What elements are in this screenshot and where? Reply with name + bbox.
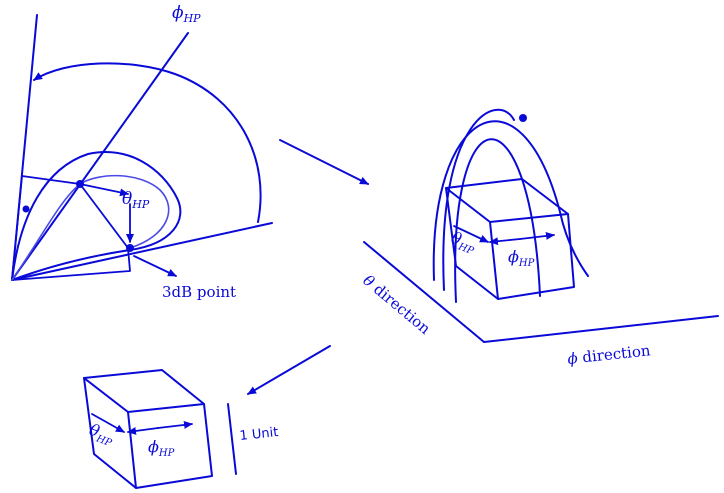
side-dot <box>22 205 30 213</box>
reference-plane <box>11 175 131 281</box>
arrow-to-bottom-figure <box>247 345 331 395</box>
cube-right <box>445 178 575 300</box>
beam-peak-dot <box>519 114 527 122</box>
beam-cube-figure <box>363 108 719 343</box>
arrow-to-3db-label <box>133 255 177 277</box>
beam-curve-inner <box>442 108 515 291</box>
lobe-axis-dot <box>76 180 84 188</box>
unit-cube-figure <box>83 369 237 489</box>
phi-hp-right-arrow-b <box>489 237 521 246</box>
unit-cube <box>83 369 213 489</box>
theta-hp-bottom-arrow <box>91 413 125 433</box>
phi-hp-right-arrow-a <box>519 231 555 240</box>
beam-curve-middle <box>454 138 541 303</box>
phi-direction-label: ϕ direction <box>567 341 652 368</box>
theta-direction-label: θ direction <box>359 271 434 338</box>
theta-hp-right-arrow <box>453 225 489 243</box>
cube-right-inner <box>445 187 569 300</box>
phi-axis-line <box>11 32 189 281</box>
theta-hp-arrow <box>79 183 129 197</box>
phi-hp-bottom-label: ϕHP <box>148 437 175 459</box>
phi-hp-bottom-arrow-b <box>127 426 159 435</box>
theta-hp-left-label: θHP <box>122 189 150 211</box>
unit-cube-inner <box>83 377 205 489</box>
unit-length-bar <box>227 403 237 475</box>
phi-hp-top-label: ϕHP <box>172 3 201 25</box>
rotation-arc-arrow <box>33 62 262 223</box>
horizontal-axis-line <box>11 222 273 281</box>
radiation-lobe-figure <box>11 14 273 281</box>
main-lobe <box>11 151 182 281</box>
three-db-point-label: 3dB point <box>162 283 236 301</box>
one-unit-label: 1 Unit <box>239 425 279 444</box>
theta-direction-axis <box>363 241 485 343</box>
three-db-point-dot <box>126 244 134 252</box>
phi-hp-bottom-arrow-a <box>157 420 193 429</box>
phi-hp-right-label: ϕHP <box>508 247 535 269</box>
beam-curve-outer <box>432 120 589 281</box>
phi-direction-axis <box>483 315 719 343</box>
arrow-to-right-figure <box>279 139 369 185</box>
secondary-lobe <box>11 174 170 281</box>
